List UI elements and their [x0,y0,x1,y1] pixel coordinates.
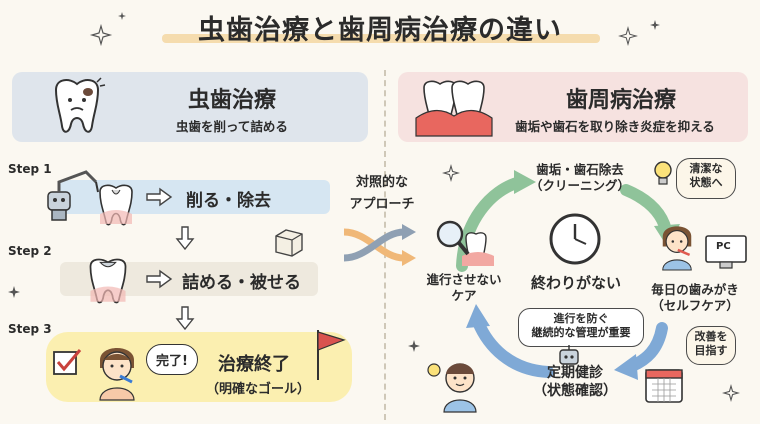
cleaning-line2: （クリーニング） [529,178,630,193]
arrow-right-icon [146,269,173,289]
crossing-arrows-icon [343,224,416,266]
sparkle-icon [89,23,113,47]
person-idea-icon [427,363,477,413]
arrow-right-icon [146,187,173,207]
robot-drill-icon [47,170,99,221]
sparkle-icon [8,286,20,298]
cycle-node-selfcare: 毎日の歯みがき （セルフケア） [636,282,754,314]
checkup-line1: 定期健診 [547,365,603,381]
sparkle-icon [722,384,740,402]
selfcare-line2: （セルフケア） [651,298,739,313]
step3-note: （明確なゴール） [206,382,311,397]
lightbulb-icon [654,161,672,185]
person-brushing-icon [99,348,135,401]
step1-action: 削る・除去 [186,191,271,211]
contrast-label-line1: 対照的な [355,175,408,190]
computer-label: PC [716,241,731,252]
filling-block-icon [275,229,303,257]
cavity-subheading: 虫歯を削って詰める [176,119,288,134]
computer-icon [705,235,747,269]
step2-action: 詰める・被せる [182,273,301,293]
flag-icon [317,330,346,380]
clean-tag-line2: 状態へ [689,176,723,189]
clean-tag-line1: 清潔な [689,162,723,175]
calendar-icon [645,369,683,403]
drilled-tooth-icon [99,184,133,226]
arrow-down-icon [175,306,195,331]
tooth-character-icon [54,77,106,133]
cycle-node-checkup: 定期健診 （状態確認） [520,364,630,400]
cycle-node-prevention: 進行させない ケア [414,272,514,304]
step3-action: 治療終了 [218,354,290,375]
sparkle-icon [408,340,420,352]
management-bubble: 進行を防ぐ 継続的な管理が重要 [518,308,644,347]
cycle-node-cleaning: 歯垢・歯石除去 （クリーニング） [520,162,640,194]
page-title: 虫歯治療と歯周病治療の違い [198,15,562,46]
sparkle-icon [618,26,638,46]
contrast-label: 対照的な アプローチ [336,172,428,216]
center-divider [384,70,386,420]
management-line1: 進行を防ぐ [553,312,609,325]
step3-label: Step 3 [8,322,52,336]
clock-icon [549,213,601,265]
checkbox-icon [53,349,82,375]
robot-icon [559,345,579,365]
sparkle-icon [118,12,126,20]
person-brushing-icon [662,226,692,271]
step3-band [46,332,352,402]
inflamed-gum-icon [415,80,493,137]
improve-tag-line1: 改善を [694,330,728,343]
step2-label: Step 2 [8,244,52,258]
complete-bubble: 完了! [146,344,198,375]
sparkle-icon [650,20,660,30]
selfcare-line1: 毎日の歯みがき [651,282,739,297]
checkup-line2: （状態確認） [533,383,617,399]
prevention-line2: ケア [451,288,477,303]
perio-subheading: 歯垢や歯石を取り除き炎症を抑える [515,119,715,134]
prevention-line1: 進行させない [426,272,502,287]
contrast-label-line2: アプローチ [349,197,415,212]
cycle-arrows [456,170,680,380]
magnifier-icon [436,220,494,266]
management-line2: 継続的な管理が重要 [531,326,631,339]
improve-tag: 改善を 目指す [686,326,736,365]
sparkle-icon [442,164,460,182]
no-end-label: 終わりがない [530,274,621,292]
cleaning-line1: 歯垢・歯石除去 [536,162,624,177]
filled-tooth-icon [89,258,127,304]
step1-label: Step 1 [8,162,52,176]
improve-tag-line2: 目指す [694,344,728,357]
clean-state-tag: 清潔な 状態へ [676,158,736,199]
perio-heading: 歯周病治療 [565,88,676,113]
cavity-heading: 虫歯治療 [187,88,276,113]
title-highlight [162,34,600,43]
arrow-down-icon [175,226,195,251]
